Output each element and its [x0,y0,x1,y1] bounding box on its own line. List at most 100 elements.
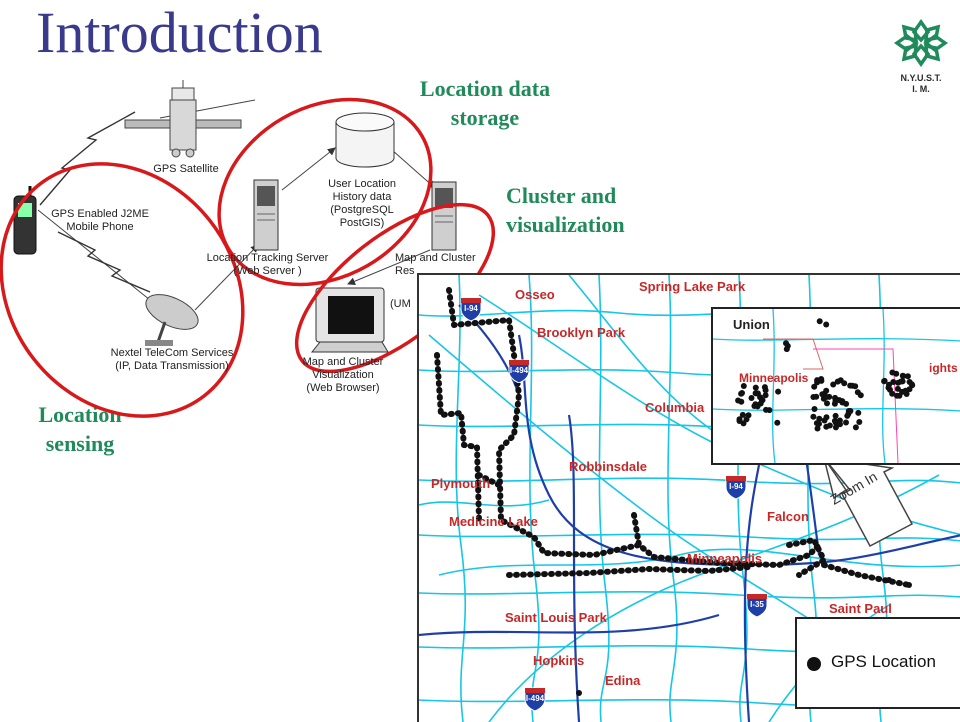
inset-gps-point [735,397,742,404]
place-edina: Edina [605,673,641,688]
telecom-label-line2: (IP, Data Transmission) [115,360,229,372]
place-columbia: Columbia [645,400,705,415]
inset-gps-point [908,381,915,388]
satellite-dish-icon [145,294,199,346]
inset-gps-point [826,422,833,429]
inset-gps-point [816,318,823,325]
history-label-line3: (PostgreSQL [330,204,394,216]
inset-gps-point [889,369,896,376]
inset-gps-point [775,388,782,395]
inset-gps-point [753,390,760,397]
tracking-server-icon [253,179,279,251]
inset-gps-point [841,380,848,387]
inset-gps-point [832,412,839,419]
tracking-label-line1: Location Tracking Server [206,252,329,264]
callout-cluster: Cluster and visualization [506,181,666,239]
place-brooklyn-park: Brooklyn Park [537,325,626,340]
inset-gps-point [813,393,820,400]
place-osseo: Osseo [515,287,555,302]
history-label: User Location History data (PostgreSQL P… [312,178,412,230]
visualization-label: Map and Cluster Visualization (Web Brows… [288,356,398,395]
inset-gps-point [783,346,790,353]
inset-gps-point [811,383,818,390]
inset-gps-point [845,408,852,414]
history-label-line4: PostGIS) [339,217,385,229]
nyust-leaf-logo-icon [893,18,949,68]
inset-gps-point [816,415,823,422]
database-icon [335,112,395,168]
page-title: Introduction [36,0,323,65]
inset-label-union: Union [733,317,770,332]
inset-gps-point [762,392,769,399]
highlight-ellipses [0,97,496,418]
interstate-shield-i35: I-35 [745,591,769,618]
inset-gps-point [843,419,849,426]
visualization-label-line3: (Web Browser) [306,382,380,394]
telecom-label: Nextel TeleCom Services (IP, Data Transm… [92,347,252,373]
logo-text-line1: N.Y.U.S.T. [900,73,942,83]
inset-gps-point [739,411,746,418]
place-medicine-lake: Medicine Lake [449,514,538,529]
inset-gps-point [843,400,850,407]
nyust-logo: N.Y.U.S.T. I. M. [888,18,954,95]
satellite-label: GPS Satellite [153,163,219,175]
inset-gps-point [743,416,750,423]
callout-sensing-line2: sensing [45,431,115,456]
place-saint-paul: Saint Paul [829,601,892,616]
zoom-in-arrow [822,456,914,548]
inset-gps-point [830,381,837,388]
inset-gps-point [849,382,856,389]
phone-label: GPS Enabled J2ME Mobile Phone [40,208,160,234]
map-legend: GPS Location [795,617,960,709]
inset-gps-point [823,321,830,328]
inset-gps-point [736,418,743,424]
inset-gps-point [855,409,862,416]
inset-gps-point [814,379,821,386]
inset-gps-point [836,397,843,404]
mobile-phone-icon [13,186,37,255]
place-hopkins: Hopkins [533,653,585,668]
history-label-line2: History data [332,191,392,203]
inset-gps-point [759,397,766,404]
inset-gps-point [894,385,901,392]
inset-gps-point [783,340,789,347]
callout-cluster-line1: Cluster and [506,183,617,208]
map-server-label-line2: Res [395,265,415,277]
inset-gps-point [900,373,907,379]
inset-gps-point [852,424,859,431]
inset-gps-point [834,378,841,385]
inset-gps-point [824,400,830,407]
inset-label-ights: ights [929,361,958,375]
monitor-icon [310,287,389,353]
satellite-icon [124,80,242,158]
sensing-ellipse [0,162,245,418]
interstate-shield-i94-top: I-94 [459,295,483,322]
inset-gps-point [762,387,769,394]
map-server-label-line1: Map and Cluster [395,252,476,264]
callout-storage-line1: Location data [419,76,551,101]
inset-label-minneapolis: Minneapolis [739,371,809,385]
inset-gps-point [748,395,755,401]
gps-location-dot-icon [807,657,821,671]
inset-gps-point [819,391,826,398]
inset-gps-point [854,389,861,396]
phone-label-line1: GPS Enabled J2ME [51,208,149,220]
inset-gps-point [837,421,843,428]
tracking-label: Location Tracking Server (Web Server ) [190,252,345,278]
inset-cluster-plot [713,309,960,463]
place-robbinsdale: Robbinsdale [569,459,648,474]
telecom-label-line1: Nextel TeleCom Services [110,347,234,359]
tracking-label-line2: (Web Server ) [233,265,302,277]
inset-gps-point [889,390,896,397]
inset-gps-point [774,419,781,426]
inset-gps-point [906,386,913,393]
inset-gps-point [816,420,822,427]
visualization-label-line2: Visualization [312,369,374,381]
place-minneapolis: Minneapolis [687,551,763,566]
inset-map: Union Minneapolis ights [711,307,960,465]
interstate-shield-i94-mid: I-94 [724,473,748,500]
callout-storage: Location data storage [390,74,580,132]
inset-gps-point [856,419,863,425]
inset-gps-point [832,424,839,431]
